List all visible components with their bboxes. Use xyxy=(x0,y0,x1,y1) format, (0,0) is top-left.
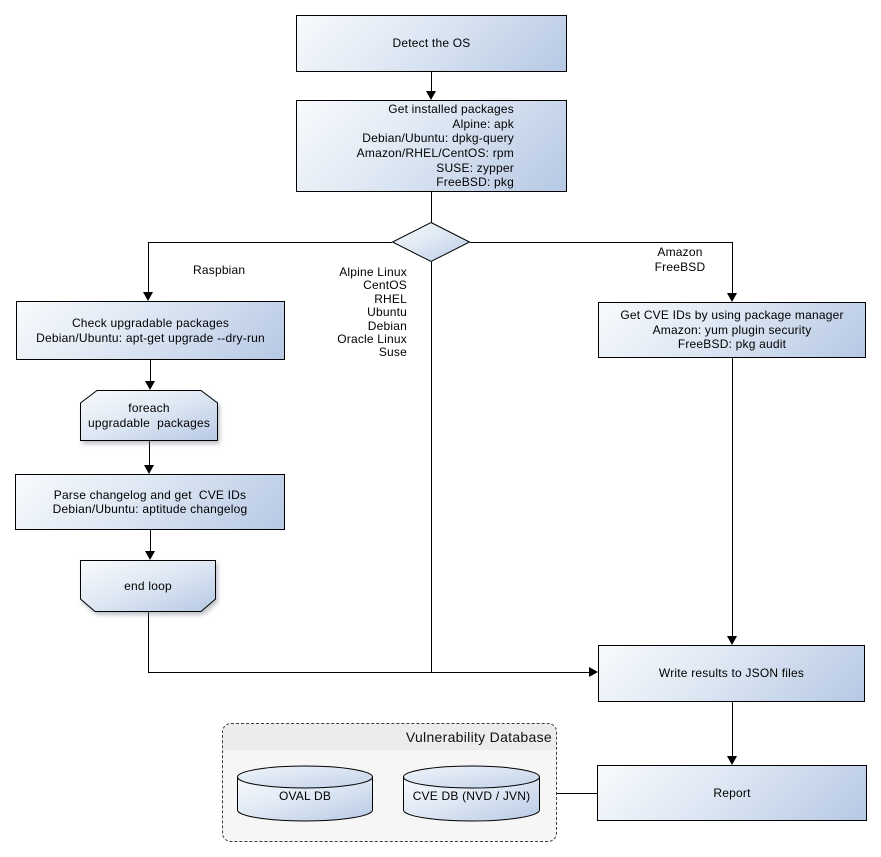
node-get-installed-packages-label: Get installed packages Alpine: apk Debia… xyxy=(356,102,514,190)
edge-label-os-list: Alpine Linux CentOS RHEL Ubuntu Debian O… xyxy=(337,265,407,360)
arrowhead-down-icon xyxy=(143,292,153,301)
node-parse-changelog-label: Parse changelog and get CVE IDs Debian/U… xyxy=(52,487,248,517)
arrowhead-right-icon xyxy=(589,667,598,677)
edge-decision-right xyxy=(470,242,733,243)
arrowhead-down-icon xyxy=(727,293,737,302)
node-parse-changelog: Parse changelog and get CVE IDs Debian/U… xyxy=(15,474,285,530)
edge-detect-to-packages xyxy=(431,72,432,92)
arrowhead-down-icon xyxy=(727,756,737,765)
node-write-results: Write results to JSON files xyxy=(598,645,865,702)
edge-right-down xyxy=(732,242,733,294)
node-get-cve-ids: Get CVE IDs by using package manager Ama… xyxy=(598,302,866,358)
node-get-cve-ids-label: Get CVE IDs by using package manager Ama… xyxy=(620,308,844,352)
edge-getcve-to-write xyxy=(732,358,733,637)
cve-db-cylinder xyxy=(403,765,540,822)
edge-endloop-down xyxy=(148,612,149,673)
node-report: Report xyxy=(597,765,867,821)
arrowhead-down-icon xyxy=(145,551,155,560)
arrowhead-down-icon xyxy=(144,465,154,474)
arrowhead-down-icon xyxy=(727,636,737,645)
edge-label-raspbian: Raspbian xyxy=(193,263,246,277)
node-write-results-label: Write results to JSON files xyxy=(658,666,805,681)
edge-database-to-report xyxy=(557,793,597,794)
decision-diamond xyxy=(391,221,471,263)
edge-packages-to-decision xyxy=(431,192,432,222)
edge-decision-middle-down xyxy=(431,262,432,673)
edge-foreach-to-parse xyxy=(149,441,150,466)
edge-parse-to-endloop xyxy=(150,530,151,552)
end-loop-shape xyxy=(80,560,216,612)
node-check-upgradable: Check upgradable packages Debian/Ubuntu:… xyxy=(16,301,285,360)
edge-write-to-report xyxy=(732,702,733,757)
arrowhead-down-icon xyxy=(426,91,436,100)
foreach-loop-shape xyxy=(80,390,218,441)
oval-db-cylinder xyxy=(237,765,373,822)
node-report-label: Report xyxy=(713,785,751,800)
edge-left-down xyxy=(148,242,149,293)
edge-check-to-foreach xyxy=(150,360,151,382)
vulnerability-database-title: Vulnerability Database xyxy=(223,724,556,750)
arrowhead-down-icon xyxy=(145,381,155,390)
edge-merge-to-write xyxy=(148,672,590,673)
node-get-installed-packages: Get installed packages Alpine: apk Debia… xyxy=(296,100,567,192)
edge-decision-left xyxy=(148,242,392,243)
edge-label-amazon-freebsd: Amazon FreeBSD xyxy=(654,245,706,274)
node-detect-os: Detect the OS xyxy=(296,15,567,72)
node-detect-os-label: Detect the OS xyxy=(392,36,471,51)
node-check-upgradable-label: Check upgradable packages Debian/Ubuntu:… xyxy=(36,316,265,345)
